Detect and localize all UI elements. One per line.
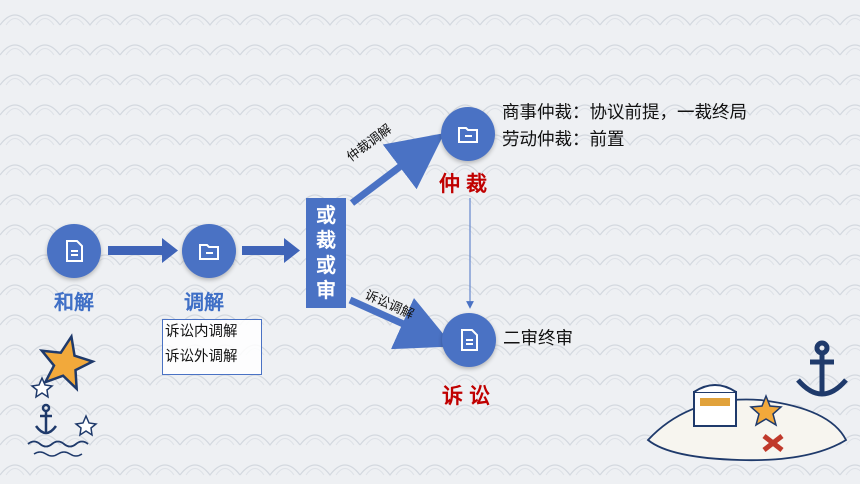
- mediate-type-item: 诉讼外调解: [165, 349, 238, 365]
- mediate-label: 调解: [184, 290, 224, 314]
- arrow-reconcile-to-mediate: [108, 238, 178, 263]
- document-icon: [461, 329, 478, 351]
- mediate-types-box: 诉讼内调解 诉讼外调解: [162, 319, 262, 375]
- star-icon: [38, 333, 96, 392]
- arbitration-label: 仲裁: [439, 172, 493, 196]
- arb-note-item: 商事仲裁：协议前提，一裁终局: [502, 103, 747, 123]
- star-icon: [30, 376, 54, 399]
- document-icon: [66, 240, 83, 262]
- arrow-to-litigation: [348, 296, 454, 350]
- island: [646, 398, 848, 462]
- star-icon: [74, 414, 98, 437]
- litigation-note: 二审终审: [503, 329, 573, 349]
- litigation-label: 诉讼: [442, 384, 496, 408]
- litigation-node: [442, 313, 496, 367]
- x-mark-icon: [762, 434, 784, 452]
- choice-char: 或: [316, 203, 336, 227]
- treasure-chest-icon: [693, 384, 737, 427]
- reconcile-node: [47, 224, 101, 278]
- arbitration-node: [441, 107, 495, 161]
- folder-icon: [458, 127, 478, 143]
- arbitration-notes: 商事仲裁：协议前提，一裁终局 劳动仲裁：前置: [502, 100, 747, 154]
- arrow-mediate-to-choice: [242, 238, 300, 263]
- choice-box: 或 裁 或 审: [306, 198, 346, 308]
- wave-lines: [27, 440, 89, 448]
- anchor-icon: [796, 340, 848, 397]
- star-icon: [749, 393, 783, 427]
- choice-char: 裁: [316, 228, 336, 252]
- mediate-node: [182, 224, 236, 278]
- reconcile-label: 和解: [54, 290, 94, 314]
- choice-char: 或: [316, 253, 336, 277]
- arb-note-item: 劳动仲裁：前置: [502, 130, 625, 150]
- choice-char: 审: [316, 278, 336, 302]
- arrow-to-arbitration: [349, 133, 445, 206]
- anchor-icon: [34, 403, 58, 435]
- mediate-type-item: 诉讼内调解: [165, 324, 238, 340]
- folder-icon: [199, 244, 219, 260]
